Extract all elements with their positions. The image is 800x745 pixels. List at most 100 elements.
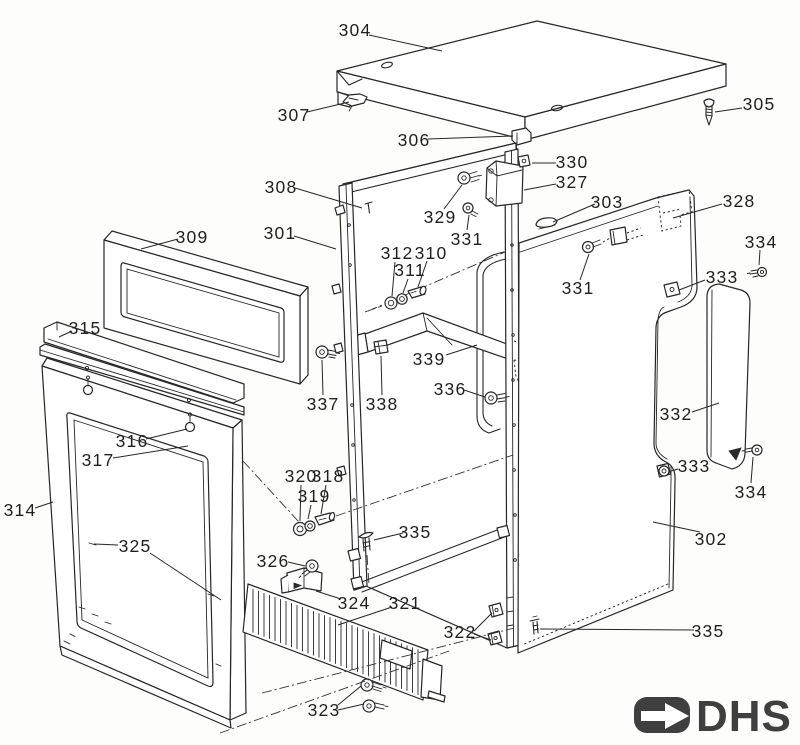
leader-line-328 bbox=[672, 203, 723, 219]
leader-line-339 bbox=[445, 344, 478, 356]
leader-line-310 bbox=[417, 260, 428, 288]
leader-line-318 bbox=[320, 484, 327, 515]
part-label-331: 331 bbox=[451, 229, 484, 249]
bracket-328-hidden bbox=[657, 189, 693, 232]
part-label-302: 302 bbox=[695, 529, 728, 549]
leader-line-307 bbox=[306, 101, 350, 113]
part-label-329: 329 bbox=[424, 207, 457, 227]
part-label-334: 334 bbox=[745, 232, 778, 252]
screw-337 bbox=[315, 345, 340, 359]
part-label-334: 334 bbox=[735, 482, 768, 502]
part-label-308: 308 bbox=[265, 177, 298, 197]
door-bosses-316-317 bbox=[82, 375, 196, 433]
part-label-311: 311 bbox=[394, 260, 426, 280]
part-label-301: 301 bbox=[264, 223, 297, 243]
screw-329 bbox=[457, 171, 482, 185]
leader-line-333 bbox=[678, 279, 706, 291]
leader-line-311 bbox=[402, 278, 409, 294]
leader-line-322 bbox=[473, 612, 493, 632]
leader-line-305 bbox=[714, 107, 743, 113]
part-label-320: 320 bbox=[285, 466, 318, 486]
oven-door-314 bbox=[41, 357, 247, 729]
leader-line-331 bbox=[466, 214, 470, 231]
screw-326 bbox=[298, 559, 319, 578]
leader-line-322 bbox=[473, 633, 492, 641]
part-label-332: 332 bbox=[660, 404, 693, 424]
pin-308 bbox=[334, 201, 373, 216]
door-window bbox=[66, 412, 214, 688]
leader-line-302 bbox=[652, 521, 701, 533]
leader-line-304 bbox=[368, 34, 443, 52]
clip-328-mount bbox=[609, 226, 644, 246]
leader-line-335 bbox=[373, 532, 404, 541]
leader-line-329 bbox=[443, 184, 463, 210]
part-label-315: 315 bbox=[69, 318, 102, 338]
screw-331a bbox=[462, 202, 479, 217]
leader-line-331 bbox=[579, 253, 590, 281]
leader-line-334 bbox=[750, 456, 754, 484]
top-panel-tab-306 bbox=[511, 127, 532, 146]
part-label-338: 338 bbox=[366, 394, 399, 414]
clips-322 bbox=[487, 602, 504, 646]
dhs-logo-text: DHS bbox=[696, 692, 792, 741]
part-label-317: 317 bbox=[82, 450, 115, 470]
screw-335a bbox=[358, 531, 374, 586]
vent-grille-321 bbox=[242, 583, 446, 703]
trim-strip-332 bbox=[706, 283, 751, 470]
part-label-319: 319 bbox=[298, 486, 331, 506]
part-label-314: 314 bbox=[4, 500, 37, 520]
leader-line-338 bbox=[380, 355, 383, 396]
part-label-325: 325 bbox=[119, 536, 152, 556]
leader-line-325 bbox=[149, 552, 222, 601]
part-label-326: 326 bbox=[257, 551, 290, 571]
part-label-305: 305 bbox=[743, 94, 776, 114]
part-label-339: 339 bbox=[413, 349, 446, 369]
fasteners-318-320 bbox=[292, 511, 336, 537]
control-bezel-309 bbox=[103, 230, 309, 385]
rail-holes bbox=[347, 198, 517, 562]
leader-line-334 bbox=[758, 249, 761, 266]
screw-334a bbox=[747, 266, 768, 278]
clip-338 bbox=[373, 339, 389, 355]
part-label-321: 321 bbox=[389, 593, 422, 613]
side-panel-301 bbox=[331, 142, 521, 649]
part-label-307: 307 bbox=[278, 105, 311, 125]
part-label-318: 318 bbox=[312, 466, 345, 486]
leader-line-316 bbox=[145, 428, 188, 440]
side-panel-302 bbox=[487, 189, 698, 654]
leader-line-317 bbox=[112, 445, 189, 459]
clip-333b bbox=[656, 462, 672, 478]
leader-line-315 bbox=[58, 330, 73, 338]
door-handle-315 bbox=[39, 321, 245, 416]
screw-305 bbox=[703, 98, 715, 126]
leader-line-335 bbox=[539, 628, 695, 631]
clip-333a bbox=[663, 281, 681, 298]
part-label-337: 337 bbox=[307, 394, 340, 414]
part-label-333: 333 bbox=[706, 267, 739, 287]
inner-panel-marks-325 bbox=[63, 542, 222, 667]
part-label-333: 333 bbox=[678, 456, 711, 476]
part-label-303: 303 bbox=[591, 192, 624, 212]
leader-line-332 bbox=[691, 402, 720, 413]
leader-line-314 bbox=[34, 501, 54, 509]
dhs-logo: DHS bbox=[634, 692, 792, 741]
part-label-312: 312 bbox=[381, 243, 414, 263]
part-label-330: 330 bbox=[556, 152, 589, 172]
leader-line-312 bbox=[391, 261, 396, 297]
part-label-331: 331 bbox=[562, 278, 595, 298]
leader-line-327 bbox=[523, 183, 557, 191]
part-label-322: 322 bbox=[444, 622, 477, 642]
screw-336 bbox=[484, 391, 510, 405]
leader-line-325 bbox=[93, 543, 119, 546]
leader-line-336 bbox=[463, 389, 486, 398]
leader-line-320 bbox=[299, 484, 302, 522]
part-label-328: 328 bbox=[723, 191, 756, 211]
part-label-309: 309 bbox=[176, 227, 209, 247]
screws-323 bbox=[360, 678, 389, 713]
part-label-306: 306 bbox=[398, 130, 431, 150]
part-label-304: 304 bbox=[339, 20, 372, 40]
leader-line-324 bbox=[315, 590, 342, 600]
